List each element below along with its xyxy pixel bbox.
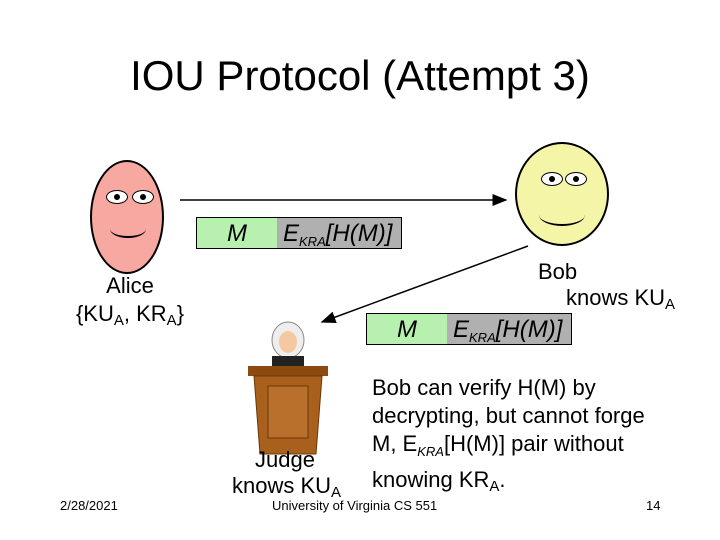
footer-page-number: 14 (646, 498, 660, 513)
bob-knows: knows KUA (566, 284, 675, 319)
footer-course: University of Virginia CS 551 (272, 498, 437, 513)
signature-e: E (453, 316, 469, 343)
bob-name: Bob (538, 258, 577, 286)
signature-cell: EKRA[H(M)] (447, 314, 571, 344)
verification-note: Bob can verify H(M) by decrypting, but c… (372, 374, 645, 501)
note-line-3: M, EKRA[H(M)] pair without (372, 430, 645, 466)
signature-hash: [H(M)] (326, 220, 393, 247)
note-line-4: knowing KRA. (372, 466, 645, 501)
message-m: M (227, 220, 247, 247)
note-line-1: Bob can verify H(M) by (372, 374, 645, 402)
arrow-bob-to-judge (322, 246, 528, 322)
alice-keys: {KUA, KRA} (70, 300, 190, 335)
signature-key: KRA (299, 234, 326, 249)
note-line-2: decrypting, but cannot forge (372, 402, 645, 430)
message-m-cell: M (197, 218, 277, 248)
message-box-alice: M EKRA[H(M)] (196, 217, 402, 249)
message-box-bob: M EKRA[H(M)] (366, 313, 572, 345)
signature-e: E (283, 220, 299, 247)
alice-name: Alice (70, 272, 190, 300)
message-m-cell: M (367, 314, 447, 344)
signature-cell: EKRA[H(M)] (277, 218, 401, 248)
alice-label: Alice {KUA, KRA} (70, 272, 190, 335)
footer-date: 2/28/2021 (60, 498, 118, 513)
judge-icon (238, 316, 334, 456)
signature-key: KRA (469, 330, 496, 345)
signature-hash: [H(M)] (496, 316, 563, 343)
message-m: M (397, 316, 417, 343)
judge-name: Judge (255, 446, 315, 474)
